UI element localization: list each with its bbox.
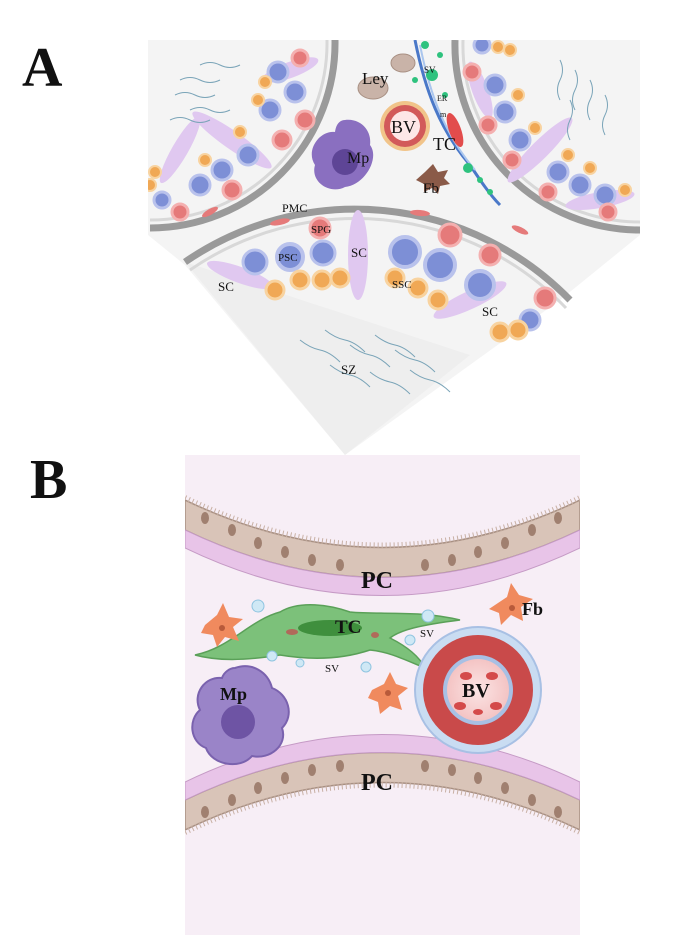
secretory-vesicles-a <box>412 41 493 195</box>
telocyte-b <box>194 599 461 673</box>
label-fb-a: Fb <box>423 181 439 197</box>
fibroblast-b-right <box>489 583 533 625</box>
panel-b: PC PC TC SV SV Fb Mp BV <box>185 455 580 935</box>
telocyte-b-nucleus <box>298 620 362 636</box>
blood-vessel-a <box>380 101 430 151</box>
macrophage-a-nucleus <box>332 149 358 175</box>
label-mp-b: Mp <box>220 684 247 704</box>
macrophage-b-nucleus <box>221 705 255 739</box>
germ-cells-tl <box>148 48 316 222</box>
label-sc-center: SC <box>351 245 367 260</box>
label-pc-top: PC <box>361 568 393 594</box>
epithelium-top-nuclei <box>201 512 562 571</box>
epithelium-bottom-nuclei <box>201 760 562 818</box>
peritubular-myoid-cells <box>202 206 529 235</box>
label-sz: SZ <box>341 362 356 377</box>
label-sc-right: SC <box>482 304 498 319</box>
label-pmc: PMC <box>282 201 307 215</box>
label-mp-a: Mp <box>347 150 369 167</box>
interstitium-a <box>202 40 529 235</box>
panel-b-labels: PC PC TC SV SV Fb Mp BV <box>220 568 543 796</box>
label-sv-b-right: SV <box>420 628 434 640</box>
label-sv-a: SV <box>424 65 436 75</box>
label-tc-a: TC <box>433 134 456 154</box>
tubule-bottom <box>183 205 573 395</box>
label-bv-b: BV <box>462 680 490 702</box>
label-tc-b: TC <box>335 617 361 638</box>
tubule-top-left <box>148 40 339 232</box>
red-blood-cells <box>454 672 502 715</box>
label-ley: Ley <box>362 69 389 88</box>
leydig-cell-upper <box>390 53 416 73</box>
fibroblasts-b <box>201 583 533 714</box>
label-bv-a: BV <box>391 117 416 137</box>
spermatozoa-tr <box>557 59 608 141</box>
spermatozoa-tl <box>169 62 241 123</box>
germ-cells-tr <box>462 40 632 222</box>
panel-a-labels: Ley SV ER m BV TC Mp Fb PMC SPG PSC SC S… <box>218 65 498 377</box>
fibroblast-a <box>416 164 450 194</box>
germ-cells-bottom <box>241 216 557 343</box>
leydig-cell <box>357 76 389 100</box>
panel-a-letter: A <box>22 37 63 99</box>
macrophage-b <box>191 665 290 766</box>
label-spg: SPG <box>311 224 331 236</box>
label-pc-bottom: PC <box>361 770 393 796</box>
zoom-funnel <box>185 262 470 455</box>
spermatozoa-bottom <box>299 329 451 395</box>
label-m: m <box>440 110 447 119</box>
panel-a: Ley SV ER m BV TC Mp Fb PMC SPG PSC SC S… <box>148 40 640 455</box>
label-sc-left: SC <box>218 279 234 294</box>
label-ssc: SSC <box>392 279 412 291</box>
tubule-top-right <box>451 40 640 234</box>
blood-vessel-b <box>414 626 542 754</box>
label-psc: PSC <box>278 252 298 264</box>
telocyte-a-body <box>446 112 464 148</box>
label-fb-b: Fb <box>522 599 543 619</box>
panel-b-letter: B <box>30 449 68 511</box>
epithelium-top <box>185 495 580 596</box>
label-er: ER <box>437 94 448 103</box>
secretory-vesicles-b <box>251 599 435 673</box>
label-sv-b-bottom: SV <box>325 663 339 675</box>
